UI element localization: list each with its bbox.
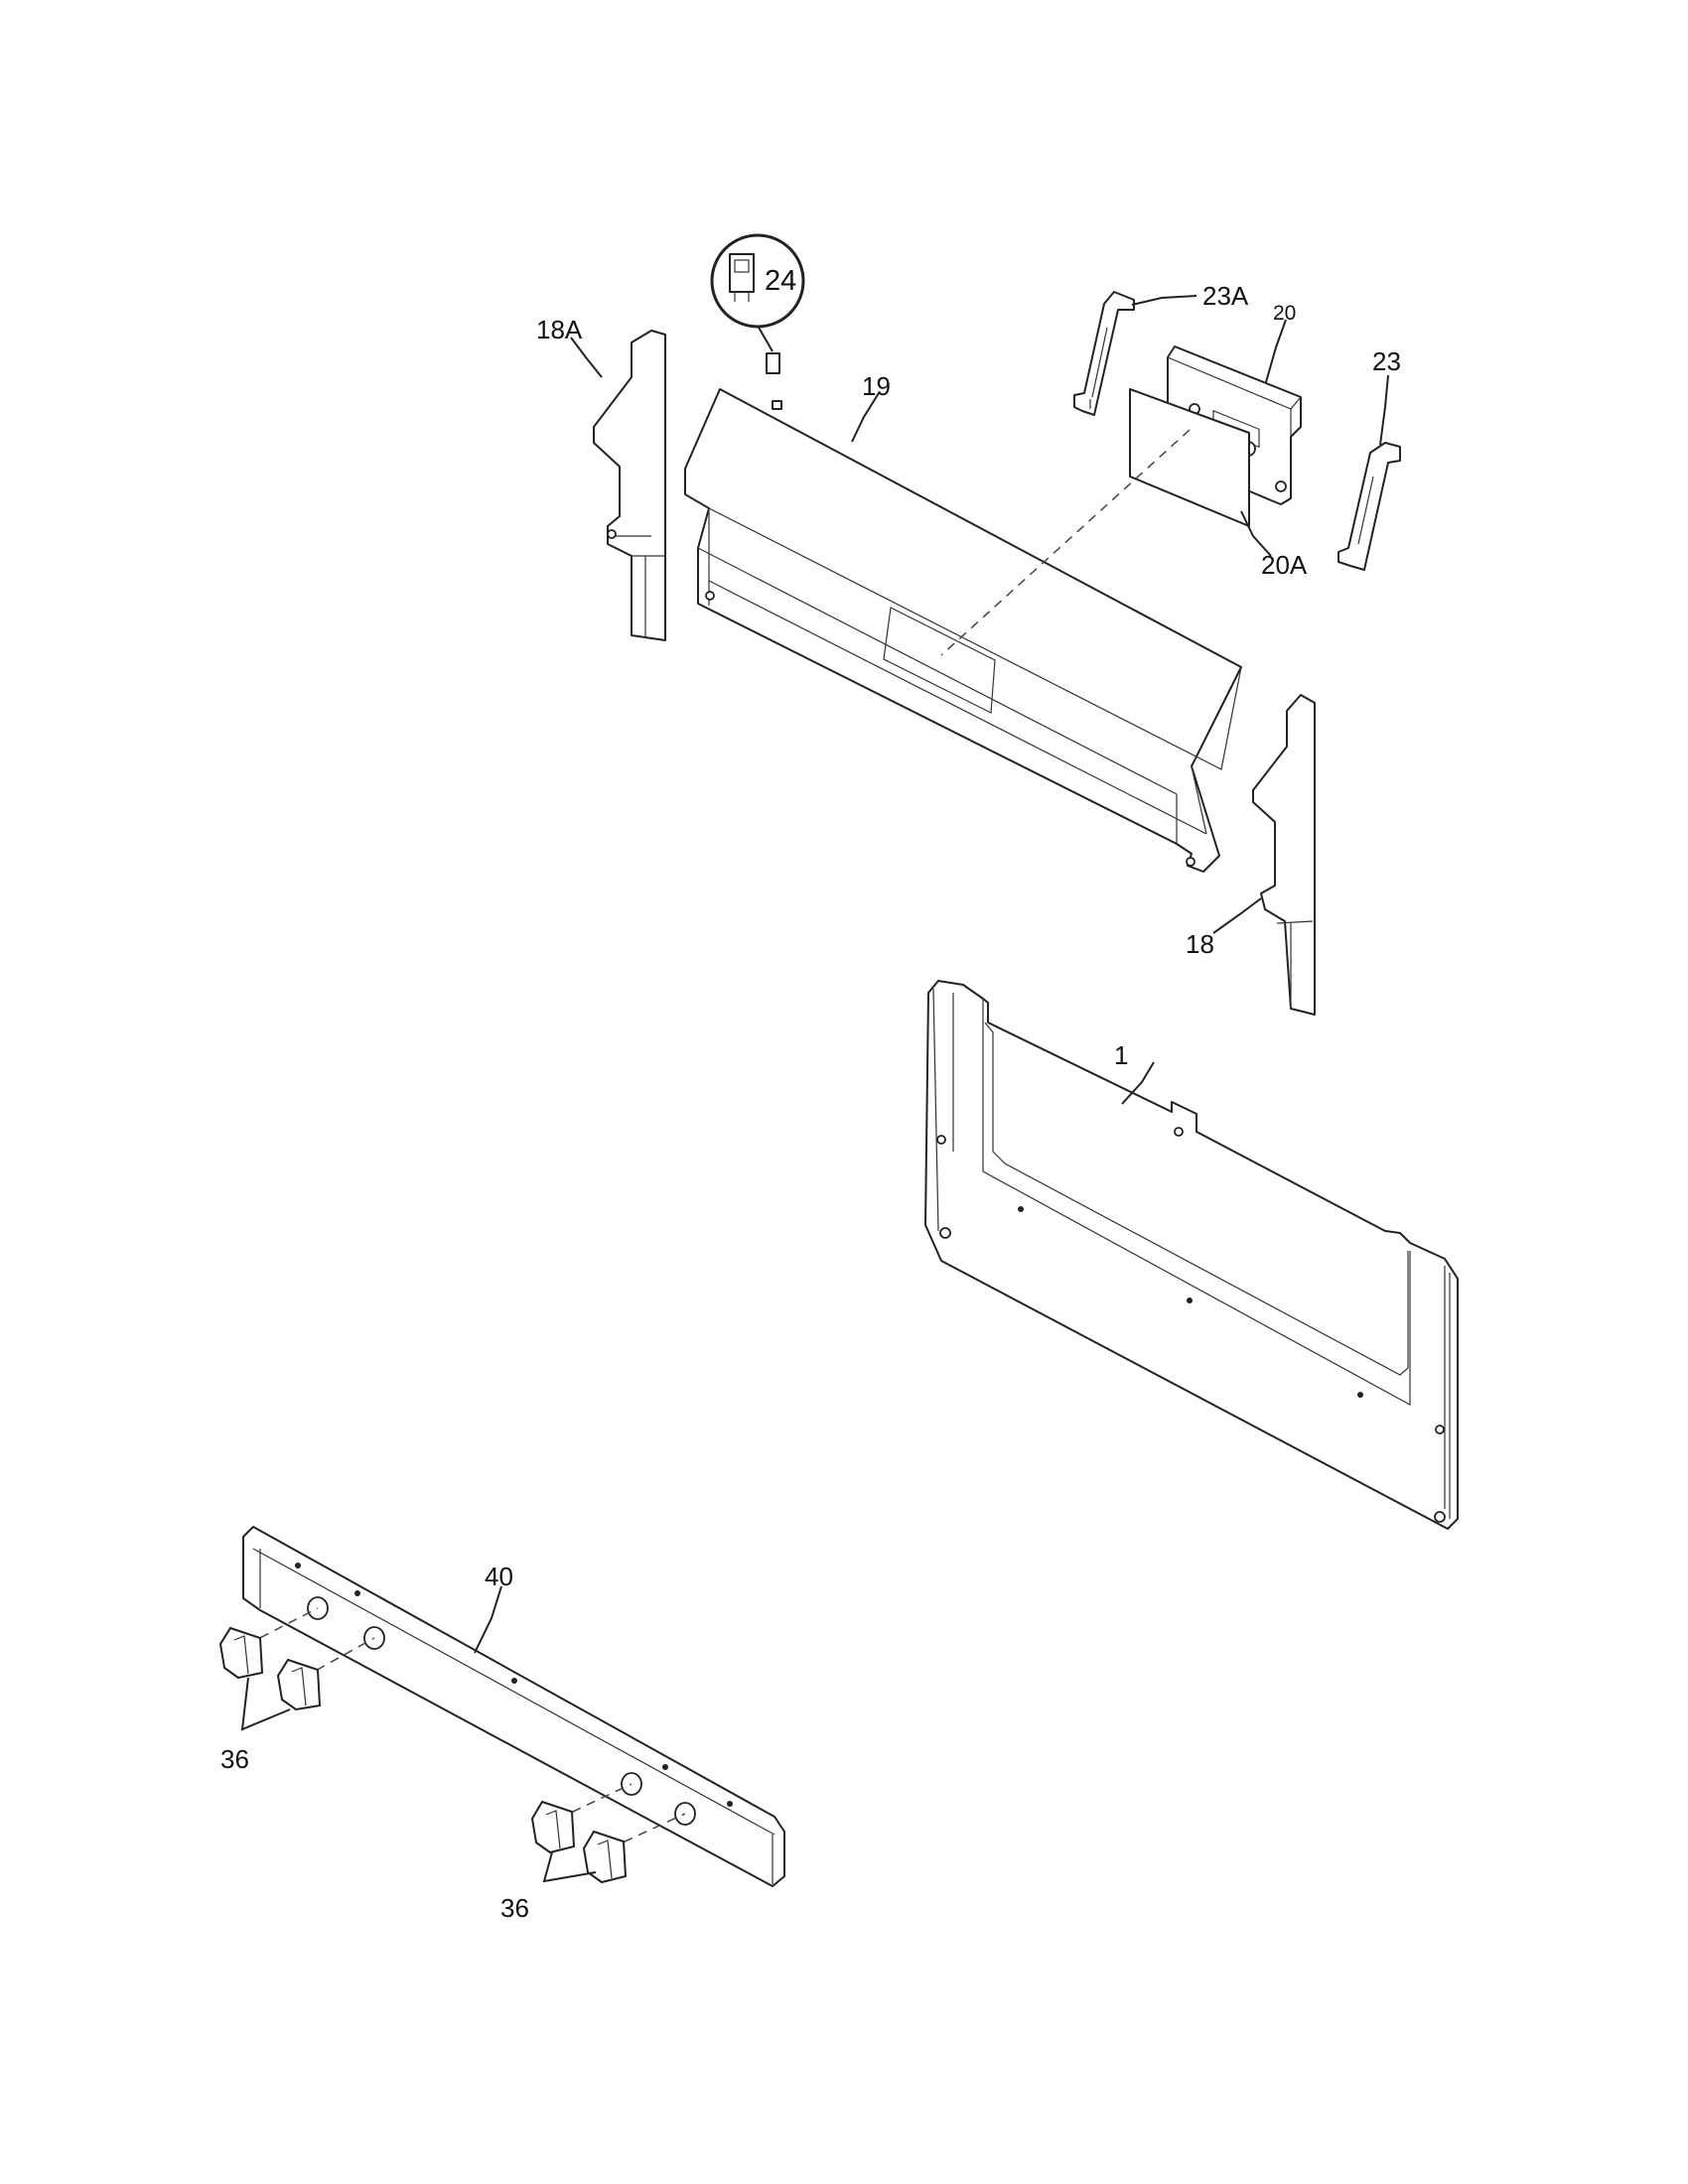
assembly-line-20a [940,429,1191,656]
callout-36-upper: 36 [220,1744,249,1774]
assembly-line-knob-1 [245,1607,319,1646]
knob [218,1626,264,1680]
callout-20a: 20A [1261,550,1308,580]
callout-20: 20 [1273,302,1296,325]
part-36-knobs-lower: 36 [500,1800,628,1923]
callout-18a: 18A [536,315,583,344]
part-18a-left-end-bracket: 18A [536,315,666,641]
callout-1: 1 [1114,1040,1128,1070]
part-36-knobs-upper: 36 [218,1626,322,1774]
knob [582,1830,628,1884]
callout-18: 18 [1186,929,1214,959]
assembly-line-knob-2 [302,1637,375,1679]
part-40-manifold-panel: 40 [242,1526,785,1887]
part-23-bracket: 23 [1337,346,1401,571]
callout-40: 40 [485,1562,513,1591]
callout-24: 24 [765,265,796,297]
callout-19: 19 [862,371,891,401]
part-23a-bracket: 23A [1073,281,1249,416]
part-18-right-end-bracket: 18 [1186,694,1316,1016]
assembly-line-knob-3 [557,1783,633,1820]
callout-23: 23 [1372,346,1401,376]
callout-36-lower: 36 [500,1893,529,1923]
part-19-control-panel: 19 [684,371,1242,873]
assembly-line-knob-4 [609,1813,686,1849]
knob [276,1658,322,1711]
knob [530,1800,576,1854]
part-1-rear-panel: 1 [924,980,1459,1530]
part-24-switch: 24 [710,233,805,410]
part-20a-overlay: 20A [1129,388,1308,580]
callout-23a: 23A [1202,281,1249,311]
